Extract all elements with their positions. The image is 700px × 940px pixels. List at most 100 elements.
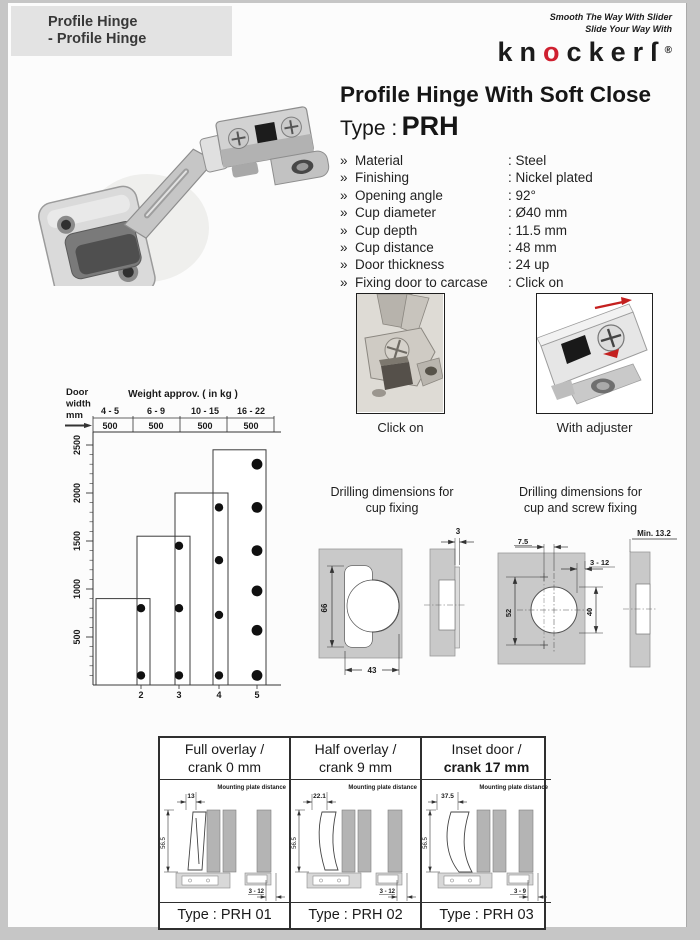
product-photo-hinge [22,106,332,286]
svg-text:3: 3 [456,527,461,536]
svg-text:4: 4 [216,690,221,700]
page-title: Profile Hinge With Soft Close [340,82,652,107]
brand-tagline-1: Smooth The Way With Slider [549,12,672,22]
brand-block: Smooth The Way With Slider Slide Your Wa… [498,12,672,67]
variant-type: Type : PRH 03 [422,902,551,928]
spec-label: Opening angle [355,187,443,203]
spec-value: : Steel [508,153,547,168]
registered-mark: ® [664,45,672,56]
spec-row: »Cup distance: 48 mm [340,240,670,255]
svg-text:3 - 9: 3 - 9 [514,889,527,895]
svg-text:Mounting plate distance: Mounting plate distance [479,785,548,791]
svg-text:43: 43 [368,666,377,675]
svg-text:width: width [65,399,91,410]
svg-text:3 - 12: 3 - 12 [249,889,265,895]
variant-type: Type : PRH 02 [291,902,420,928]
spec-label: Finishing [355,170,410,186]
brand-logo: knockerſ® [498,36,672,67]
svg-text:2000: 2000 [72,483,82,503]
svg-text:56.5: 56.5 [161,837,167,849]
spec-label: Material [355,153,404,168]
spec-value: : 92° [508,187,536,203]
svg-text:500: 500 [102,421,117,431]
drilling-cup-title: Drilling dimensions for cup fixing [330,485,454,515]
spec-row: »Opening angle: 92° [340,188,670,203]
spec-label: Door thickness [355,257,445,273]
variants-table: Full overlay / crank 0 mm Mounting plate… [158,736,551,930]
svg-text:500: 500 [148,421,163,431]
spec-row: »Material: Steel [340,153,670,168]
svg-text:Mounting plate distance: Mounting plate distance [217,785,286,791]
spec-label: Fixing door to carcase [355,274,488,290]
svg-text:Min. 13.2: Min. 13.2 [637,529,671,538]
svg-text:3: 3 [176,690,181,700]
svg-text:2: 2 [138,690,143,700]
spec-value: : Ø40 mm [508,205,568,221]
svg-text:2500: 2500 [72,435,82,455]
photo-click-on-caption: Click on [377,420,424,435]
svg-text:5: 5 [254,690,259,700]
spec-value: : Click on [508,274,564,290]
spec-row: »Cup diameter: Ø40 mm [340,205,670,220]
spec-label: Cup depth [355,222,418,238]
type-label: Type : [340,117,398,140]
variant-header: Full overlay / crank 0 mm [160,738,289,780]
svg-text:Door: Door [66,387,88,398]
variant-diagram: Mounting plate distance 13 56.5 3 - 12 [160,780,289,902]
variant-header: Half overlay / crank 9 mm [291,738,420,780]
svg-text:7.5: 7.5 [518,537,528,546]
spec-value: : Nickel plated [508,170,593,186]
variant-column-full-overlay: Full overlay / crank 0 mm Mounting plate… [160,738,291,928]
photo-with-adjuster-caption: With adjuster [556,420,633,435]
svg-text:37.5: 37.5 [441,793,454,800]
photo-click-on [356,293,445,414]
type-value: PRH [401,111,459,141]
spec-row: »Fixing door to carcase: Click on [340,275,670,290]
logo-part-1: kn [497,37,544,67]
spec-value: : 24 up [508,257,550,273]
variant-diagram: Mounting plate distance 37.5 56.5 3 - 9 [422,780,551,902]
spec-value: : 11.5 mm [508,222,568,238]
svg-text:13: 13 [187,793,195,800]
svg-text:22.1: 22.1 [313,793,326,800]
logo-long-s: ſ [650,37,665,67]
svg-text:66: 66 [320,603,329,612]
svg-text:mm: mm [66,410,83,421]
svg-text:56.5: 56.5 [292,837,298,849]
variant-diagram: Mounting plate distance 22.1 56.5 3 - 12 [291,780,420,902]
header-line-2: - Profile Hinge [48,31,147,47]
catalog-page: Profile Hinge - Profile Hinge Smooth The… [8,3,687,930]
spec-label: Cup distance [355,239,434,255]
spec-list: »Material: Steel »Finishing: Nickel plat… [340,153,670,292]
svg-text:3 - 12: 3 - 12 [380,889,396,895]
svg-text:500: 500 [72,629,82,644]
svg-text:500: 500 [197,421,212,431]
svg-text:16 - 22: 16 - 22 [237,406,265,416]
svg-text:40: 40 [585,608,594,616]
photo-with-adjuster [536,293,653,414]
logo-part-2: cker [566,37,651,67]
brand-tagline-2: Slide Your Way With [585,23,672,34]
svg-text:1000: 1000 [72,579,82,599]
svg-text:6 - 9: 6 - 9 [147,406,165,416]
svg-text:52: 52 [504,609,513,617]
svg-text:Mounting plate distance: Mounting plate distance [348,785,417,791]
spec-label: Cup diameter [355,205,437,221]
svg-text:56.5: 56.5 [423,837,429,849]
page-header-box: Profile Hinge - Profile Hinge [11,6,232,56]
spec-value: : 48 mm [508,239,557,255]
variant-column-half-overlay: Half overlay / crank 9 mm Mounting plate… [291,738,422,928]
drilling-cup-diagram: 66 43 3 [316,521,484,689]
svg-text:4 - 5: 4 - 5 [101,406,119,416]
drilling-cup-screw-diagram: 7.5 3 - 12 52 40 Min. 13.2 [493,521,693,691]
svg-text:10 - 15: 10 - 15 [191,406,219,416]
variant-column-inset-door: Inset door / crank 17 mm Mounting plate … [422,738,551,928]
svg-text:3 - 12: 3 - 12 [590,558,609,567]
spec-row: »Door thickness: 24 up [340,257,670,272]
svg-text:500: 500 [243,421,258,431]
logo-accent-o: o [543,37,567,67]
svg-text:Weight approv. ( in kg ): Weight approv. ( in kg ) [128,389,238,400]
variant-type: Type : PRH 01 [160,902,289,928]
header-line-1: Profile Hinge [48,14,138,30]
